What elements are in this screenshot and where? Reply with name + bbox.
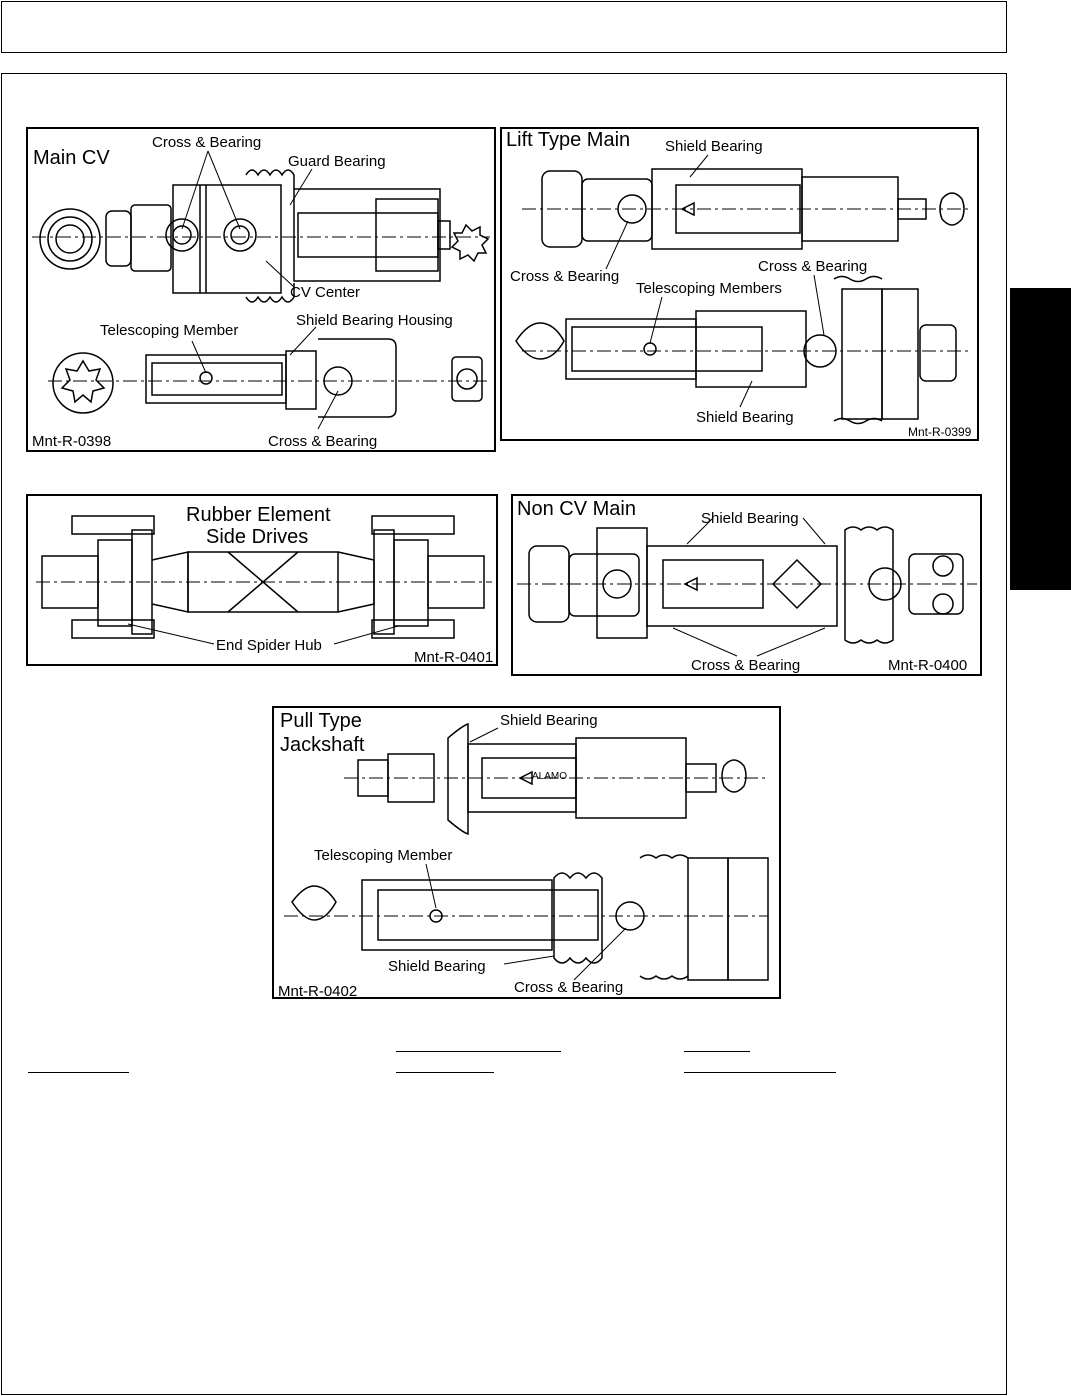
main-cv-ref: Mnt-R-0398 bbox=[32, 433, 112, 450]
lift-type-main-title: Lift Type Main bbox=[506, 129, 631, 151]
rule-1 bbox=[396, 1051, 561, 1052]
main-cv-label-telescoping-member: Telescoping Member bbox=[100, 322, 239, 339]
rubber-element-label-end-spider-hub: End Spider Hub bbox=[216, 637, 322, 654]
pull-type-title-line2: Jackshaft bbox=[280, 734, 365, 756]
rubber-element-drawing bbox=[36, 515, 492, 645]
rubber-element-title-line2: Side Drives bbox=[206, 526, 309, 548]
pull-type-label-telescoping-member: Telescoping Member bbox=[314, 847, 453, 864]
main-cv-label-guard-bearing: Guard Bearing bbox=[288, 153, 386, 170]
main-cv-label-cv-center: CV Center bbox=[290, 284, 361, 301]
main-cv-drawing bbox=[32, 150, 490, 430]
lift-type-main-label-telescoping-members: Telescoping Members bbox=[636, 280, 782, 297]
lift-type-main-label-shield-bearing-bottom: Shield Bearing bbox=[696, 409, 794, 426]
main-cv-label-cross-bearing-top: Cross & Bearing bbox=[152, 134, 262, 151]
pull-type-shield-logo-text: ALAMO bbox=[532, 771, 568, 782]
figure-lift-type-main: Lift Type Main Shield Bearing Cross & Be… bbox=[500, 127, 979, 441]
rubber-element-ref: Mnt-R-0401 bbox=[414, 649, 494, 666]
rule-2 bbox=[684, 1051, 750, 1052]
main-cv-label-shield-bearing-housing: Shield Bearing Housing bbox=[296, 312, 453, 329]
rule-5 bbox=[684, 1072, 836, 1073]
main-cv-label-cross-bearing-bottom: Cross & Bearing bbox=[268, 433, 378, 450]
lift-type-main-drawing bbox=[515, 154, 972, 425]
main-cv-title: Main CV bbox=[33, 147, 110, 169]
pull-type-title-line1: Pull Type bbox=[280, 710, 362, 732]
lift-type-main-label-cross-bearing-left: Cross & Bearing bbox=[510, 268, 620, 285]
rubber-element-title-line1: Rubber Element bbox=[186, 504, 331, 526]
non-cv-main-drawing bbox=[517, 517, 977, 657]
non-cv-main-title: Non CV Main bbox=[517, 498, 636, 520]
lift-type-main-ref: Mnt-R-0399 bbox=[908, 425, 972, 439]
pull-type-label-cross-bearing: Cross & Bearing bbox=[514, 979, 624, 996]
lift-type-main-label-cross-bearing-right: Cross & Bearing bbox=[758, 258, 868, 275]
figure-pull-type-jackshaft: Pull Type Jackshaft Shield Bearing Teles… bbox=[272, 706, 781, 999]
figure-main-cv: Main CV Cross & Bearing Guard Bearing CV… bbox=[26, 127, 496, 452]
section-tab bbox=[1010, 288, 1071, 590]
non-cv-main-ref: Mnt-R-0400 bbox=[888, 657, 968, 674]
rule-3 bbox=[28, 1072, 129, 1073]
rule-4 bbox=[396, 1072, 494, 1073]
figure-non-cv-main: Non CV Main Shield Bearing Cross & Beari… bbox=[511, 494, 982, 676]
non-cv-main-label-cross-bearing: Cross & Bearing bbox=[691, 657, 801, 674]
pull-type-label-shield-bearing-top: Shield Bearing bbox=[500, 712, 598, 729]
page-frame bbox=[1, 73, 1007, 1395]
pull-type-label-shield-bearing-bottom: Shield Bearing bbox=[388, 958, 486, 975]
pull-type-drawing bbox=[284, 722, 769, 981]
page-header-box bbox=[1, 1, 1007, 53]
lift-type-main-label-shield-bearing-top: Shield Bearing bbox=[665, 138, 763, 155]
pull-type-ref: Mnt-R-0402 bbox=[278, 983, 358, 999]
figure-rubber-element-side-drives: Rubber Element Side Drives End Spider Hu… bbox=[26, 494, 498, 666]
non-cv-main-label-shield-bearing: Shield Bearing bbox=[701, 510, 799, 527]
